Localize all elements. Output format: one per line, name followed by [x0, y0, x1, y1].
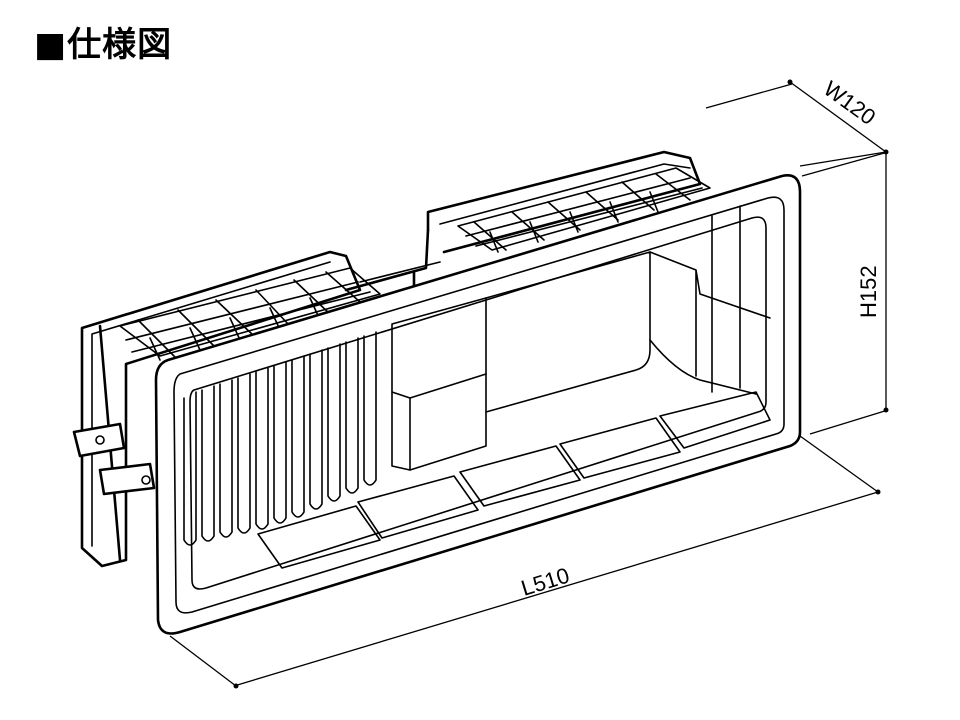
floor-panels: [257, 391, 771, 569]
back-left-top-grid: [119, 267, 381, 361]
height-label: H152: [856, 265, 881, 318]
width-dimension: W120: [705, 76, 889, 167]
height-dimension: H152: [801, 151, 889, 435]
front-frame: [154, 174, 802, 635]
side-brackets: [72, 422, 156, 496]
length-label: L510: [518, 563, 572, 601]
back-right-frame: [426, 150, 702, 254]
slot-fins: [183, 331, 377, 546]
interior-walls: [391, 205, 771, 471]
width-label: W120: [819, 76, 880, 130]
back-right-top-grid: [457, 167, 711, 253]
page-title: ■仕様図: [34, 25, 173, 65]
